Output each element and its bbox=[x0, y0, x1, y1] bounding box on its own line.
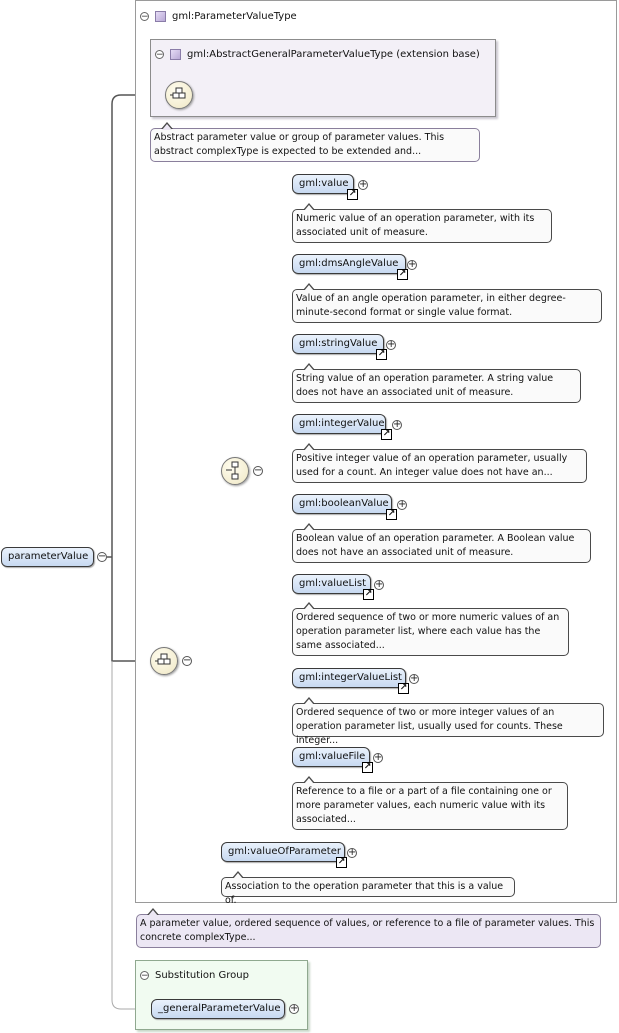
expand-valueList-icon[interactable]: + bbox=[374, 579, 384, 590]
complex-type-icon bbox=[170, 48, 181, 60]
valueFile-documentation: Reference to a file or a part of a file … bbox=[292, 776, 568, 830]
type-title: gml:ParameterValueType bbox=[172, 10, 297, 22]
stringValue-documentation: String value of an operation parameter. … bbox=[292, 363, 581, 403]
element-gml-integerValueList[interactable]: gml:integerValueList bbox=[292, 668, 406, 688]
element-generalParameterValue[interactable]: _generalParameterValue bbox=[151, 999, 285, 1019]
element-gml-valueOfParameter[interactable]: gml:valueOfParameter bbox=[221, 842, 345, 862]
base-sequence-compositor-icon[interactable] bbox=[165, 81, 193, 109]
element-gml-valueList[interactable]: gml:valueList bbox=[292, 574, 371, 594]
element-gml-integerValue[interactable]: gml:integerValue bbox=[292, 414, 386, 434]
complex-type-icon bbox=[155, 10, 166, 22]
collapse-base-icon[interactable]: − bbox=[155, 49, 164, 60]
element-gml-stringValue[interactable]: gml:stringValue bbox=[292, 334, 384, 354]
substitution-title: Substitution Group bbox=[155, 969, 249, 981]
reference-link-icon: ↗ bbox=[347, 189, 358, 200]
valueOfParameter-documentation: Association to the operation parameter t… bbox=[221, 871, 515, 906]
booleanValue-documentation: Boolean value of an operation parameter.… bbox=[292, 523, 591, 563]
collapse-choice-icon[interactable]: − bbox=[253, 465, 263, 476]
reference-link-icon: ↗ bbox=[363, 589, 374, 600]
root-element-parameterValue[interactable]: parameterValue bbox=[1, 547, 94, 567]
choice-compositor-icon[interactable] bbox=[221, 457, 249, 485]
substitution-group-box: − Substitution Group bbox=[135, 960, 308, 1030]
expand-value-icon[interactable]: + bbox=[358, 179, 368, 190]
collapse-sequence-icon[interactable]: − bbox=[182, 655, 192, 666]
reference-link-icon: ↗ bbox=[376, 349, 387, 360]
reference-link-icon: ↗ bbox=[398, 683, 409, 694]
expand-integerValueList-icon[interactable]: + bbox=[409, 673, 419, 684]
collapse-substitution-icon[interactable]: − bbox=[140, 970, 149, 981]
element-gml-dmsAngleValue[interactable]: gml:dmsAngleValue bbox=[292, 254, 406, 274]
collapse-type-icon[interactable]: − bbox=[140, 11, 149, 22]
element-gml-booleanValue[interactable]: gml:booleanValue bbox=[292, 494, 392, 514]
element-gml-value[interactable]: gml:value bbox=[292, 174, 354, 194]
reference-link-icon: ↗ bbox=[381, 429, 392, 440]
element-gml-valueFile[interactable]: gml:valueFile bbox=[292, 747, 370, 767]
sequence-compositor-icon[interactable] bbox=[150, 647, 178, 675]
expand-dmsAngleValue-icon[interactable]: + bbox=[407, 259, 417, 270]
dmsAngleValue-documentation: Value of an angle operation parameter, i… bbox=[292, 283, 602, 323]
base-title: gml:AbstractGeneralParameterValueType (e… bbox=[187, 48, 480, 60]
expand-valueFile-icon[interactable]: + bbox=[373, 752, 383, 763]
expand-integerValue-icon[interactable]: + bbox=[392, 419, 402, 430]
integerValueList-documentation: Ordered sequence of two or more integer … bbox=[292, 697, 604, 746]
reference-link-icon: ↗ bbox=[336, 857, 347, 868]
base-type-box: − gml:AbstractGeneralParameterValueType … bbox=[150, 39, 496, 117]
reference-link-icon: ↗ bbox=[362, 762, 373, 773]
reference-link-icon: ↗ bbox=[397, 269, 408, 280]
root-documentation: A parameter value, ordered sequence of v… bbox=[136, 908, 601, 948]
value-documentation: Numeric value of an operation parameter,… bbox=[292, 203, 552, 243]
expand-stringValue-icon[interactable]: + bbox=[386, 339, 396, 350]
expand-booleanValue-icon[interactable]: + bbox=[397, 499, 407, 510]
expand-generalParameterValue-icon[interactable]: + bbox=[289, 1003, 299, 1014]
base-documentation: Abstract parameter value or group of par… bbox=[150, 122, 480, 162]
integerValue-documentation: Positive integer value of an operation p… bbox=[292, 443, 587, 483]
expand-valueOfParameter-icon[interactable]: + bbox=[347, 847, 357, 858]
reference-link-icon: ↗ bbox=[386, 509, 397, 520]
valueList-documentation: Ordered sequence of two or more numeric … bbox=[292, 602, 569, 656]
collapse-root-icon[interactable]: − bbox=[97, 551, 107, 562]
